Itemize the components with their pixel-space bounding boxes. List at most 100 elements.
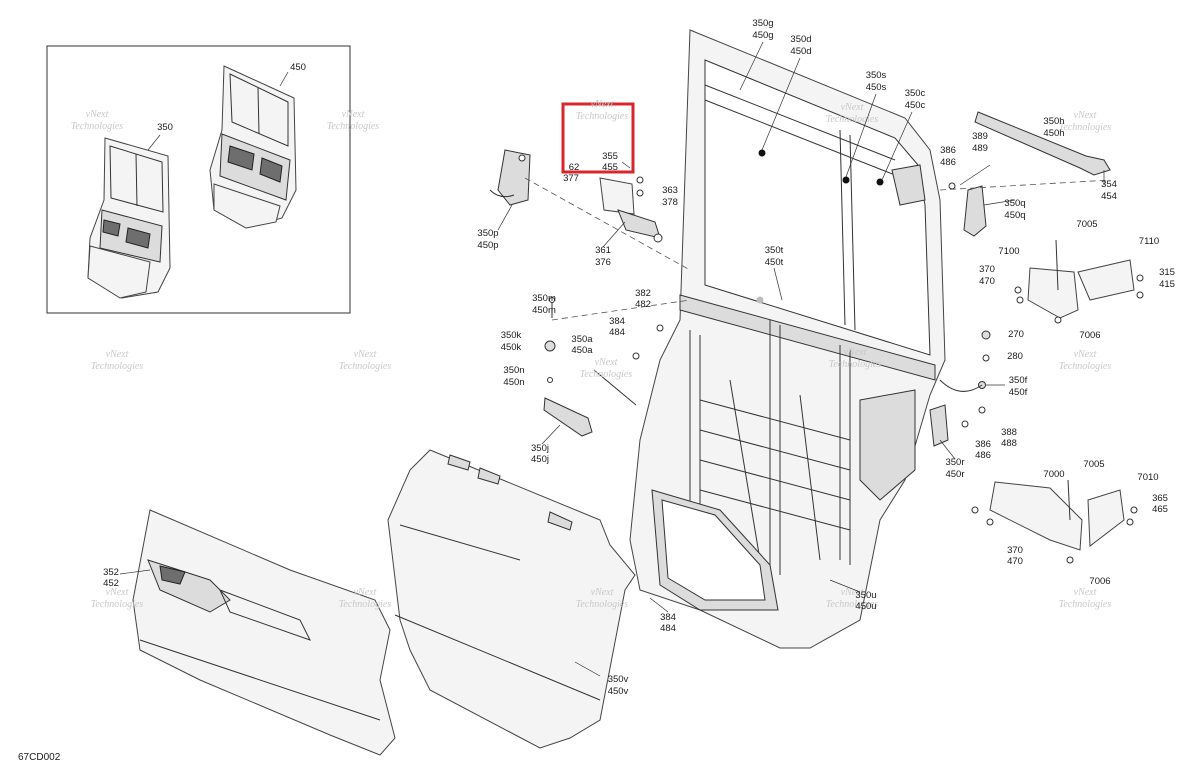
outer-panel-352	[132, 509, 396, 756]
point-350c	[876, 178, 884, 186]
callout-484-upper: 484	[609, 327, 625, 338]
callouts: 350g 450g 350d 450d 350s 450s 350c 450c …	[103, 18, 1175, 697]
point-350d	[758, 149, 766, 157]
rod-350a	[593, 324, 664, 406]
callout-386-lower: 386	[975, 439, 991, 450]
callout-350d: 350d	[790, 34, 811, 45]
callout-484-lower: 484	[660, 623, 676, 634]
callout-470-lower: 470	[1007, 556, 1023, 567]
striker-361	[599, 176, 663, 243]
callout-7110: 7110	[1139, 236, 1159, 247]
callout-370-upper: 370	[979, 264, 995, 275]
callout-350m: 350m	[532, 293, 556, 304]
callout-450n: 450n	[503, 377, 524, 388]
callout-7100: 7100	[998, 246, 1019, 257]
callout-389: 389	[972, 131, 988, 142]
callout-7006-lower: 7006	[1089, 576, 1110, 587]
callout-350-inset: 350	[157, 122, 173, 133]
wm-tech-4: Technologies	[826, 114, 879, 125]
wm-tech-1: Technologies	[71, 121, 124, 132]
callout-450q: 450q	[1004, 210, 1025, 221]
callout-350n: 350n	[503, 365, 524, 376]
callout-7010: 7010	[1137, 472, 1158, 483]
callout-415: 415	[1159, 279, 1175, 290]
point-350t	[756, 296, 764, 304]
callout-486-lower: 486	[975, 450, 991, 461]
callout-450j: 450j	[531, 454, 549, 465]
wm-tech-9: Technologies	[829, 359, 882, 370]
watermarks: vNext Technologies vNext Technologies vN…	[71, 99, 1112, 610]
wm-vnext-8: vNext	[595, 357, 618, 368]
callout-354: 354	[1101, 179, 1117, 190]
wm-tech-10: Technologies	[1059, 361, 1112, 372]
callout-488: 488	[1001, 438, 1017, 449]
callout-280: 280	[1007, 351, 1023, 362]
wm-tech-14: Technologies	[826, 599, 879, 610]
callout-350c: 350c	[905, 88, 926, 99]
assembly-line-3	[939, 179, 1111, 191]
callout-377: 377	[563, 173, 579, 184]
callout-350a: 350a	[571, 334, 593, 345]
callout-361: 361	[595, 245, 611, 256]
callout-350t: 350t	[765, 245, 784, 256]
hinge-upper	[1014, 239, 1144, 324]
assembly-line-1	[524, 177, 691, 271]
callout-376: 376	[595, 257, 611, 268]
handle-350q	[948, 164, 991, 237]
leader-lines	[119, 41, 1016, 677]
wm-tech-5: Technologies	[1059, 122, 1112, 133]
callout-384-lower: 384	[660, 612, 676, 623]
inset-door-350	[87, 134, 171, 299]
callout-350h: 350h	[1043, 116, 1064, 127]
callout-315: 315	[1159, 267, 1175, 278]
callout-350f: 350f	[1009, 375, 1028, 386]
wm-tech-7: Technologies	[339, 361, 392, 372]
callout-450h: 450h	[1043, 128, 1064, 139]
inset-door-450	[209, 65, 297, 229]
callout-452: 452	[103, 578, 119, 589]
wm-vnext-14: vNext	[841, 587, 864, 598]
callout-465: 465	[1152, 504, 1168, 515]
wm-vnext-10: vNext	[1074, 349, 1097, 360]
inner-panel-350v	[387, 449, 636, 749]
callout-350v: 350v	[608, 674, 629, 685]
wm-tech-2: Technologies	[327, 121, 380, 132]
wm-vnext-1: vNext	[86, 109, 109, 120]
wm-tech-12: Technologies	[339, 599, 392, 610]
assembly-line-2	[551, 299, 691, 321]
callout-450a: 450a	[571, 345, 593, 356]
callout-455: 455	[602, 162, 618, 173]
wm-tech-6: Technologies	[91, 361, 144, 372]
callout-7006-upper: 7006	[1079, 330, 1100, 341]
callout-350r: 350r	[945, 457, 964, 468]
callout-450m: 450m	[532, 305, 556, 316]
callout-7000: 7000	[1043, 469, 1064, 480]
wm-tech-11: Technologies	[91, 599, 144, 610]
callout-486-upper: 486	[940, 157, 956, 168]
wm-vnext-2: vNext	[342, 109, 365, 120]
point-350s	[842, 176, 850, 184]
callout-450k: 450k	[501, 342, 522, 353]
callout-450c: 450c	[905, 100, 926, 111]
callout-363: 363	[662, 185, 678, 196]
handle-350j	[543, 397, 593, 437]
callout-355: 355	[602, 151, 618, 162]
callout-270: 270	[1008, 329, 1024, 340]
callout-450v: 450v	[608, 686, 629, 697]
callout-450u: 450u	[855, 601, 876, 612]
wm-vnext-4: vNext	[841, 102, 864, 113]
callout-7005-lower: 7005	[1083, 459, 1104, 470]
callout-450r: 450r	[945, 469, 964, 480]
callout-370-lower: 370	[1007, 545, 1023, 556]
latch-350p	[489, 149, 531, 206]
wm-tech-15: Technologies	[1059, 599, 1112, 610]
callout-350k: 350k	[501, 330, 522, 341]
callout-365: 365	[1152, 493, 1168, 504]
callout-350g: 350g	[752, 18, 773, 29]
callout-350j: 350j	[531, 443, 549, 454]
wm-vnext-6: vNext	[106, 349, 129, 360]
hardware-right-column	[929, 330, 991, 447]
wm-tech-13: Technologies	[576, 599, 629, 610]
door-frame-assembly	[629, 29, 946, 649]
